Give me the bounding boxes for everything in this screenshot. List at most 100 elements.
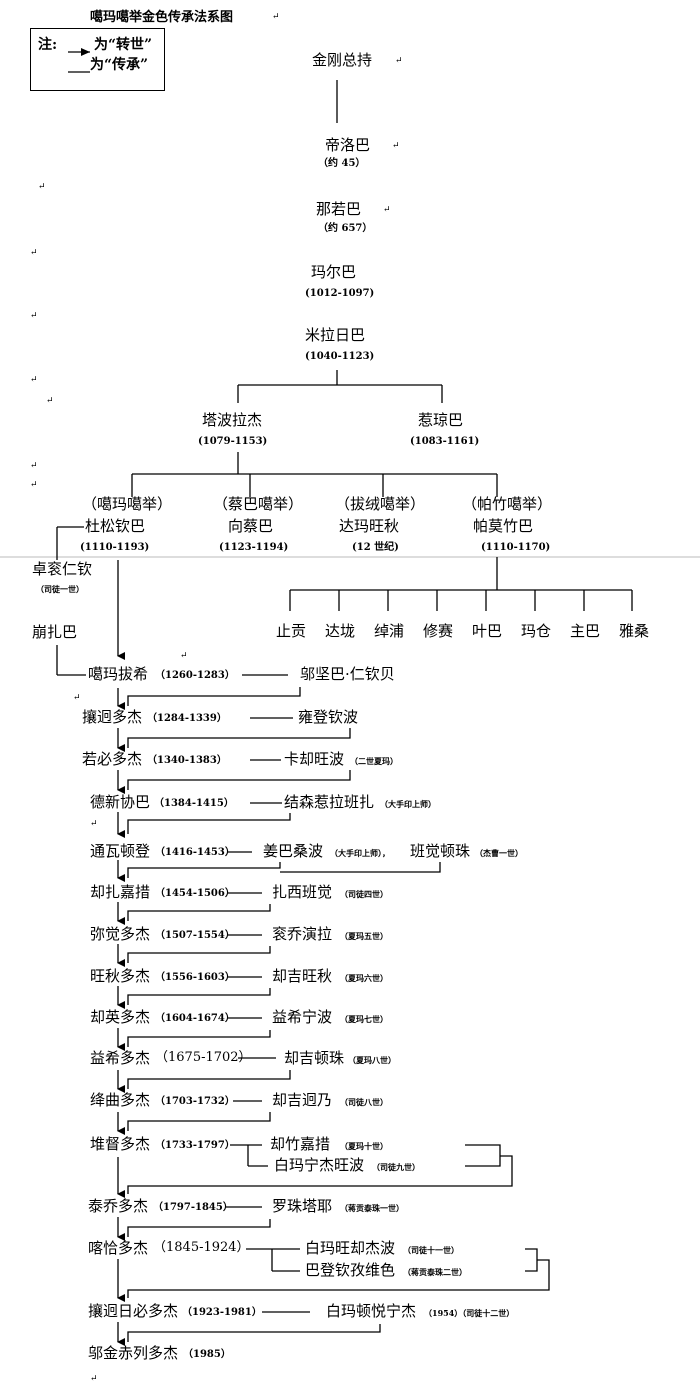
top-node-2-years: （约 45） — [318, 158, 366, 169]
branch-7: 主巴 — [570, 622, 601, 640]
teacher-12b: 白玛宁杰旺波 — [274, 1156, 365, 1174]
return-mark: ↵ — [46, 396, 54, 406]
branch-6: 玛仓 — [521, 622, 552, 640]
school-2-years: (1123-1194) — [219, 542, 289, 553]
karmapa-6-years: （1416-1453） — [155, 847, 235, 858]
karmapa-5: 德新协巴 — [90, 793, 151, 811]
teacher-14b: 巴登钦孜维色 — [305, 1261, 396, 1279]
teacher-14b-note: （蒋贡泰珠二世） — [403, 1267, 467, 1277]
return-mark: ↵ — [30, 480, 38, 490]
karmapa-9-years: （1556-1603） — [155, 972, 235, 983]
school-3-label: （拔绒噶举） — [335, 495, 426, 513]
karmapa-6: 通瓦顿登 — [90, 842, 151, 860]
return-mark: ↵ — [180, 651, 188, 661]
karmapa-11-years: （1675-1702） — [155, 1050, 252, 1065]
karmapa-2: 噶玛拔希 — [88, 665, 149, 683]
disciple-gampopa: 塔波拉杰 — [202, 411, 263, 429]
teacher-15: 白玛顿悦宁杰 — [326, 1302, 417, 1320]
teacher-13: 罗珠塔耶 — [272, 1197, 333, 1215]
teacher-14a: 白玛旺却杰波 — [305, 1239, 396, 1257]
top-node-2: 帝洛巴 — [325, 136, 371, 154]
karmapa-3-years: （1284-1339） — [147, 713, 227, 724]
top-node-3: 那若巴 — [316, 200, 362, 218]
karmapa-7-years: （1454-1506） — [155, 888, 235, 899]
return-mark: ↵ — [30, 311, 38, 321]
diagram-title: 噶玛噶举金色传承法系图 — [90, 10, 234, 25]
return-mark: ↵ — [383, 205, 391, 215]
school-4-founder: 帕莫竹巴 — [473, 517, 534, 535]
disciple-gampopa-years: (1079-1153) — [198, 436, 268, 447]
karmapa-8: 弥觉多杰 — [90, 925, 151, 943]
teacher-5-note: （大手印上师）， — [330, 848, 390, 858]
karmapa-4: 若必多杰 — [82, 750, 143, 768]
karmapa-3: 攘迥多杰 — [82, 708, 143, 726]
karmapa-16-years: （1923-1981） — [182, 1307, 262, 1318]
teacher-13-note: （蒋贡泰珠一世） — [340, 1203, 404, 1213]
karmapa-14-years: （1797-1845） — [153, 1202, 233, 1213]
branch-4: 修赛 — [423, 622, 454, 640]
branch-2: 达垅 — [325, 622, 356, 640]
teacher-12b-note: （司徒九世） — [372, 1162, 420, 1172]
teacher-7: 衮乔演拉 — [272, 925, 333, 943]
legend-lineage: 为“传承” — [90, 57, 149, 73]
teacher-5: 姜巴桑波 — [263, 842, 324, 860]
branch-3: 绰浦 — [374, 622, 405, 640]
teacher-7-note: （夏玛五世） — [340, 931, 388, 941]
school-1-label: （噶玛噶举） — [82, 495, 173, 513]
branch-5: 叶巴 — [472, 622, 503, 640]
disciple-rechungpa: 惹琼巴 — [418, 411, 464, 429]
teacher-11-note: （司徒八世） — [340, 1097, 388, 1107]
karmapa-13-years: （1733-1797） — [155, 1140, 235, 1151]
school-4-years: (1110-1170) — [481, 542, 551, 553]
school-2-founder: 向蔡巴 — [228, 517, 274, 535]
teacher-4: 结森惹拉班扎 — [284, 793, 375, 811]
school-3-founder: 达玛旺秋 — [339, 517, 400, 535]
legend-prefix: 注: — [38, 37, 58, 53]
top-node-5-years: (1040-1123) — [305, 351, 375, 362]
top-node-4-years: (1012-1097) — [305, 288, 375, 299]
side-name-2: 崩扎巴 — [32, 623, 78, 641]
teacher-11: 却吉迥乃 — [272, 1091, 333, 1109]
karmapa-17-years: （1985） — [183, 1349, 231, 1360]
return-mark: ↵ — [272, 12, 280, 22]
teacher-9: 益希宁波 — [272, 1008, 333, 1026]
school-4-label: （帕竹噶举） — [462, 495, 553, 513]
return-mark: ↵ — [30, 375, 38, 385]
legend-box — [30, 28, 165, 91]
karmapa-8-years: （1507-1554） — [155, 930, 235, 941]
teacher-8: 却吉旺秋 — [272, 967, 333, 985]
teacher-5b-note: （杰曹一世） — [475, 848, 523, 858]
school-1-founder: 杜松钦巴 — [85, 517, 146, 535]
teacher-8-note: （夏玛六世） — [340, 973, 388, 983]
teacher-1: 邬坚巴·仁钦贝 — [300, 665, 395, 683]
teacher-12a-note: （夏玛十世） — [340, 1141, 388, 1151]
side-name-1: 卓衮仁钦 — [32, 560, 93, 578]
karmapa-10: 却英多杰 — [90, 1008, 151, 1026]
return-mark: ↵ — [38, 182, 46, 192]
top-node-4: 玛尔巴 — [311, 263, 357, 281]
karmapa-9: 旺秋多杰 — [90, 967, 151, 985]
karmapa-5-years: （1384-1415） — [154, 798, 234, 809]
karmapa-15-years: （1845-1924） — [153, 1240, 250, 1255]
school-3-years: (12 世纪) — [352, 542, 399, 553]
return-mark: ↵ — [73, 693, 81, 703]
karmapa-7: 却扎嘉措 — [90, 883, 151, 901]
karmapa-15: 喀恰多杰 — [88, 1239, 149, 1257]
teacher-9-note: （夏玛七世） — [340, 1014, 388, 1024]
return-mark: ↵ — [90, 1374, 98, 1384]
teacher-4-note: （大手印上师） — [380, 799, 436, 809]
branch-8: 雅桑 — [619, 622, 650, 640]
return-mark: ↵ — [395, 56, 403, 66]
school-2-label: （蔡巴噶举） — [213, 495, 304, 513]
teacher-15-note: （1954）（司徒十二世） — [424, 1308, 515, 1318]
school-1-years: (1110-1193) — [80, 542, 150, 553]
return-mark: ↵ — [30, 461, 38, 471]
teacher-10: 却吉顿珠 — [284, 1049, 345, 1067]
karmapa-2-years: （1260-1283） — [155, 670, 235, 681]
karmapa-12: 绛曲多杰 — [90, 1091, 151, 1109]
karmapa-10-years: （1604-1674） — [155, 1013, 235, 1024]
karmapa-17: 邬金赤列多杰 — [88, 1344, 179, 1362]
karmapa-4-years: （1340-1383） — [147, 755, 227, 766]
return-mark: ↵ — [90, 819, 98, 829]
